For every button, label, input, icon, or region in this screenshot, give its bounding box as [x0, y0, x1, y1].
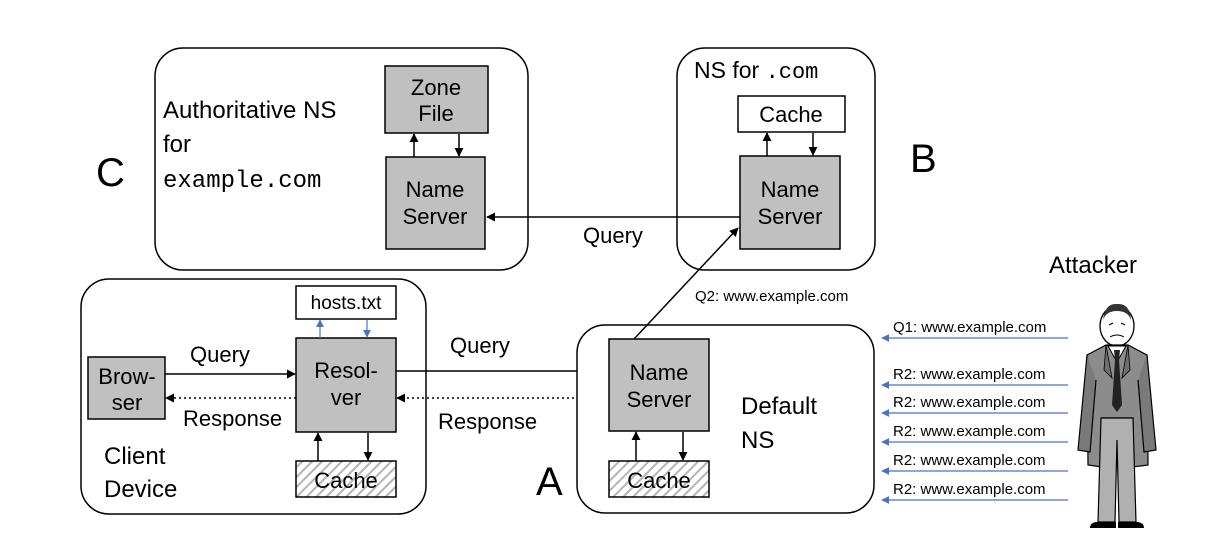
authoritative-ns-title-line1: Authoritative NS [163, 97, 336, 124]
q2-label: Q2: www.example.com [695, 288, 848, 305]
hosts-file-label: hosts.txt [311, 293, 382, 314]
client-cache-label: Cache [314, 468, 378, 493]
default-name-server-label-line1: Name [630, 360, 689, 385]
authoritative-name-server-label-line2: Server [403, 204, 468, 229]
browser-label-line1: Brow- [98, 364, 155, 389]
client-cache-box [295, 460, 397, 498]
default-cache-box [608, 460, 710, 498]
region-b-letter: B [910, 137, 937, 181]
default-ns-title-line1: Default [741, 393, 817, 420]
arrow-default-ns-q2-to-com-ns [633, 227, 739, 340]
com-ns-title-prefix: NS for [694, 57, 766, 83]
default-ns-region: Name Server Cache Default NS [576, 324, 875, 514]
com-name-server-box [739, 155, 841, 250]
attacker-message-label: R2: www.example.com [893, 452, 1046, 469]
zone-file-box [384, 65, 489, 134]
query-label-com-to-authoritative: Query [583, 223, 643, 248]
browser-box [87, 356, 166, 420]
default-name-server-box [608, 338, 710, 432]
resolver-label-line1: Resol- [314, 358, 378, 383]
region-c-letter: C [96, 151, 125, 195]
client-device-title-line1: Client [104, 443, 166, 470]
com-ns-cache-box [737, 95, 846, 133]
authoritative-ns-region: Authoritative NS for example.com Zone Fi… [154, 47, 529, 271]
client-device-title-line2: Device [104, 476, 177, 503]
browser-label-line2: ser [112, 390, 143, 415]
region-a-letter: A [536, 460, 563, 504]
attacker-message-label: R2: www.example.com [893, 366, 1046, 383]
com-name-server-label-line1: Name [761, 177, 820, 202]
com-ns-region: NS for .com Cache Name Server [676, 47, 876, 271]
attacker-message-label: R2: www.example.com [893, 394, 1046, 411]
resolver-box [295, 337, 397, 433]
com-ns-cache-label: Cache [759, 102, 823, 127]
attacker-figure-icon [1077, 303, 1157, 528]
authoritative-ns-title-line2: for [163, 131, 191, 158]
authoritative-name-server-label-line1: Name [406, 177, 465, 202]
zone-file-label-line1: Zone [411, 75, 461, 100]
attacker-message-label: R2: www.example.com [893, 423, 1046, 440]
browser-response-label: Response [183, 406, 282, 431]
zone-file-label-line2: File [418, 101, 453, 126]
com-ns-title-domain: .com [766, 60, 819, 85]
browser-query-label: Query [190, 342, 250, 367]
com-name-server-label-line2: Server [758, 204, 823, 229]
attacker-label: Attacker [1049, 252, 1137, 279]
default-cache-label: Cache [627, 468, 691, 493]
authoritative-ns-domain: example.com [163, 168, 321, 195]
resolver-label-line2: ver [331, 385, 362, 410]
attacker-message-label: R2: www.example.com [893, 481, 1046, 498]
default-ns-title-line2: NS [741, 427, 774, 454]
resolver-query-label: Query [450, 333, 510, 358]
hosts-file-box [295, 285, 397, 320]
com-ns-title: NS for .com [694, 57, 818, 85]
resolver-response-label: Response [438, 409, 537, 434]
authoritative-name-server-box [385, 156, 486, 250]
attacker-message-label: Q1: www.example.com [893, 319, 1046, 336]
default-name-server-label-line2: Server [627, 387, 692, 412]
client-device-region: Client Device hosts.txt Brow- ser Resol-… [80, 278, 427, 515]
